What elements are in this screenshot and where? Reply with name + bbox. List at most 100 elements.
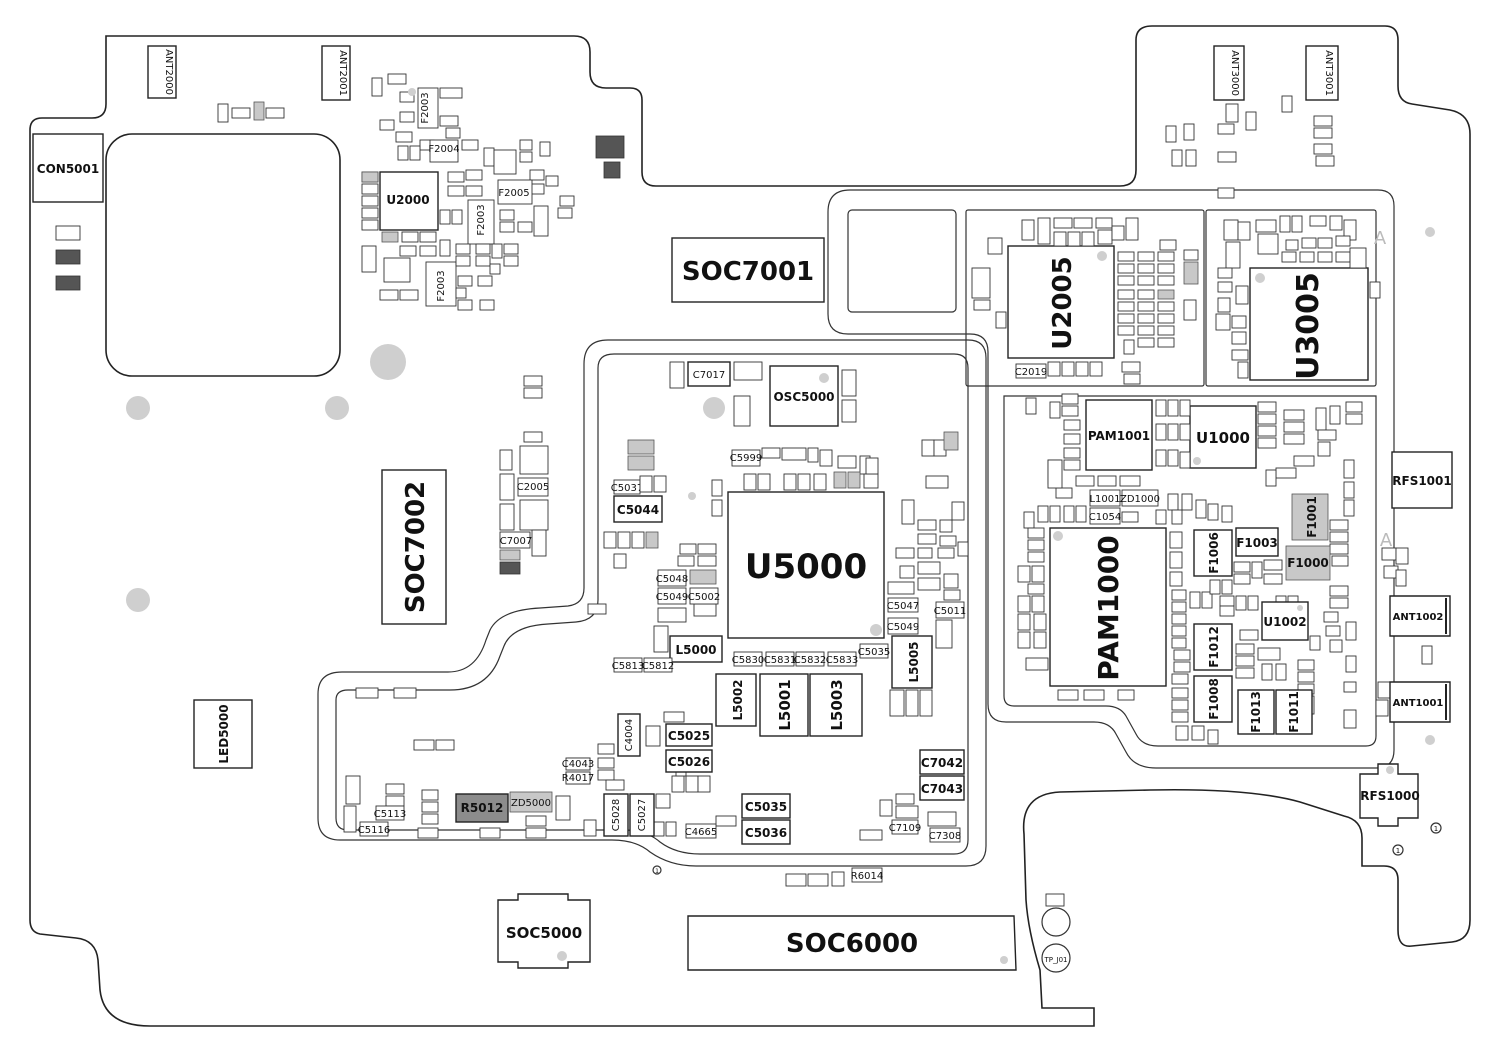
c5033-pad (935, 619, 953, 649)
pad-r8303 (55, 225, 81, 241)
rfs1000-box (1359, 763, 1419, 827)
mount-hole (1425, 227, 1435, 237)
soc7001-label: SOC7001 (682, 257, 814, 287)
mount-hole (126, 588, 150, 612)
u1002-dot (1297, 605, 1303, 611)
f1012-box (1193, 623, 1233, 671)
pam1000-label: PAM1000 (1092, 535, 1125, 680)
l5002-label: L5002 (731, 679, 745, 720)
u5000-box (727, 491, 885, 639)
tp-j02-circle (1041, 907, 1071, 937)
rfs1001-box (1391, 451, 1453, 509)
c5038-pad (733, 395, 751, 427)
mount-hole (370, 344, 406, 380)
soc7002-label: SOC7002 (401, 481, 431, 613)
c5049b-label: C5049 (887, 622, 919, 633)
f1013-box (1237, 689, 1275, 735)
r6014-label: R6014 (851, 871, 883, 882)
c5813-label: C5813 (612, 661, 644, 672)
c5025-box (665, 723, 713, 747)
f2003-label-a: F2003 (420, 92, 431, 123)
ant1002-label: ANT1002 (1393, 612, 1444, 623)
pam1001-box (1085, 399, 1153, 471)
con5001-box (32, 133, 104, 203)
c7017-label: C7017 (693, 370, 725, 381)
f2005-label: F2005 (498, 188, 529, 199)
c5830-label: C5830 (732, 655, 764, 666)
u5000-label: U5000 (745, 547, 867, 587)
led5000-box (193, 699, 253, 769)
pam1000-dot (1053, 531, 1063, 541)
c6003-pad (653, 625, 669, 653)
u1000-box (1189, 405, 1257, 469)
l7004-pad (669, 361, 685, 389)
u2005-label: U2005 (1048, 256, 1078, 349)
u3005-box (1249, 267, 1369, 381)
f1006-label: F1006 (1207, 532, 1221, 574)
r5012-label: R5012 (461, 801, 504, 815)
l5000-box (669, 635, 723, 663)
mark-one-1: 1 (655, 868, 659, 875)
u3005-label: U3005 (1291, 272, 1326, 380)
l5000-label: L5000 (675, 643, 716, 657)
f1013-label: F1013 (1249, 691, 1263, 733)
ant1002-box (1389, 595, 1451, 637)
f1011-label: F1011 (1287, 691, 1301, 733)
inner-outline-center-inner (335, 353, 969, 855)
mark-a-2: A (1380, 530, 1393, 551)
soc5000-label: SOC5000 (506, 924, 582, 942)
u5000-top-parts (587, 447, 879, 617)
c5830-pad (733, 651, 763, 667)
u1000-dot (1193, 457, 1201, 465)
zd1000-label: ZD1000 (1120, 494, 1160, 505)
shield-can-d (1003, 395, 1377, 747)
f1000-box (1285, 545, 1331, 581)
c5048-label: C5048 (656, 574, 688, 585)
ant3001-label: ANT3001 (1323, 50, 1334, 96)
mount-hole (703, 397, 725, 419)
c5044-label: C5044 (617, 503, 659, 517)
soc6000-box (687, 915, 1017, 971)
c5832-label: C5832 (794, 655, 826, 666)
c5027-label: C5027 (637, 799, 648, 831)
zd5000-label: ZD5000 (511, 798, 551, 809)
pad-bottom (785, 873, 807, 887)
soc7002-box (381, 469, 447, 625)
c5812-label: C5812 (642, 661, 674, 672)
u1002-label: U1002 (1263, 615, 1306, 629)
l5003-label: L5003 (828, 679, 846, 730)
u5000-right-parts (865, 431, 969, 717)
osc5000-label: OSC5000 (773, 390, 834, 404)
c4665-pad (685, 823, 717, 839)
u1000-label: U1000 (1196, 429, 1250, 447)
f1003-label: F1003 (1236, 536, 1278, 550)
l5002-box (715, 673, 757, 727)
c5050-pad (657, 607, 687, 623)
c5027-box (629, 793, 655, 837)
ant3000-label: ANT3000 (1229, 50, 1240, 96)
pad-bottom (807, 873, 829, 887)
l5005-label: L5005 (907, 641, 921, 682)
c5049-label: C5049 (656, 592, 688, 603)
c5999-pad (731, 449, 761, 467)
f1001-box (1291, 493, 1329, 541)
f1012-label: F1012 (1207, 626, 1221, 668)
r6014-pad (851, 867, 883, 883)
tp-j01-circle (1041, 943, 1071, 973)
soc6000-dot (1000, 956, 1008, 964)
c7043-box (919, 775, 965, 801)
r4017-pad (565, 771, 591, 785)
u3005-side-parts (1215, 215, 1381, 379)
marker-dot (870, 624, 882, 636)
c5113-pad (375, 805, 405, 821)
u2000-label: U2000 (386, 193, 429, 207)
c5028-label: C5028 (611, 799, 622, 831)
pad-r8301 (55, 275, 81, 291)
pam1000-top-parts (1023, 493, 1233, 529)
ant3000-side-parts (1165, 95, 1335, 199)
c5002-pad (689, 587, 719, 605)
mark-one-circle (1430, 822, 1442, 834)
c2019-pad (1015, 363, 1047, 379)
rfs1001-label: RFS1001 (1392, 474, 1451, 488)
